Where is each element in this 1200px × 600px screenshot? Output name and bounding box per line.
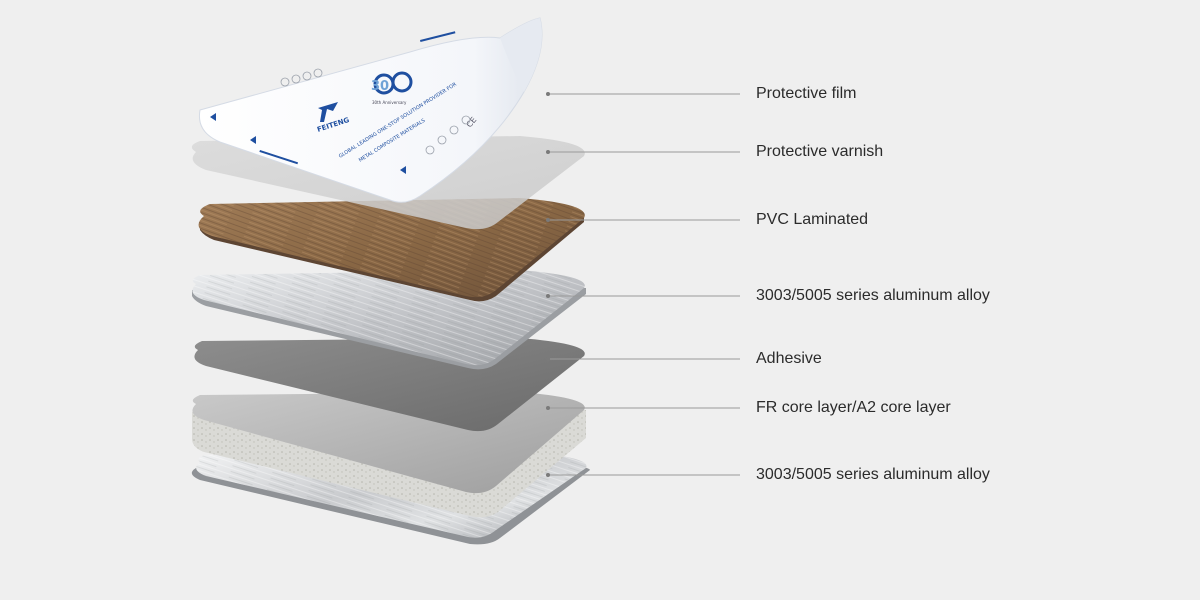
- leader-dot: [546, 406, 550, 410]
- label-pvc-laminated: PVC Laminated: [756, 211, 869, 228]
- leader-dot: [546, 150, 550, 154]
- label-protective-film: Protective film: [756, 85, 857, 102]
- anniversary-number: 30: [371, 79, 389, 94]
- label-core: FR core layer/A2 core layer: [756, 399, 951, 416]
- arrow-icon: [210, 113, 216, 121]
- arrow-icon: [400, 166, 406, 174]
- core-layer: [192, 392, 586, 518]
- leader-dot: [546, 218, 550, 222]
- protective-film-layer: 30 30th Anniversary FEITENG GLOBAL LEADI…: [198, 17, 543, 203]
- leader-dot: [546, 357, 550, 361]
- certification-icon: [280, 77, 290, 87]
- certification-icons: [280, 68, 471, 155]
- leader-lines: [546, 92, 740, 477]
- anniversary-badge: 30 30th Anniversary: [371, 71, 413, 105]
- certification-icon: [437, 135, 447, 145]
- label-adhesive: Adhesive: [756, 350, 822, 367]
- leader-dot: [546, 294, 550, 298]
- anniversary-text: 30th Anniversary: [372, 100, 407, 105]
- certification-icon: [461, 115, 471, 125]
- certification-icon: [449, 125, 459, 135]
- label-aluminum-bottom: 3003/5005 series aluminum alloy: [756, 466, 990, 483]
- certification-icon: [291, 74, 301, 84]
- certification-icon: [313, 68, 323, 78]
- label-aluminum-top: 3003/5005 series aluminum alloy: [756, 287, 990, 304]
- feiteng-logo-icon: [318, 102, 338, 122]
- certification-icon: [425, 145, 435, 155]
- arrow-icon: [250, 136, 256, 144]
- film-markings: [210, 31, 456, 174]
- leader-dot: [546, 92, 550, 96]
- certification-icon: [302, 71, 312, 81]
- leader-dot: [546, 473, 550, 477]
- label-protective-varnish: Protective varnish: [756, 143, 884, 160]
